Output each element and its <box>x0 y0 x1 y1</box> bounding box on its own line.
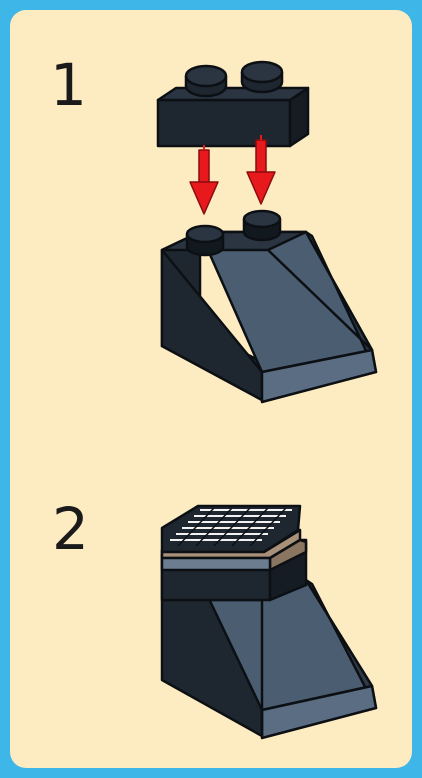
plate-1x2-icon <box>158 62 308 146</box>
red-arrow-icon <box>190 140 275 214</box>
grille-plate-icon <box>162 506 306 600</box>
slope-brick-icon <box>162 211 376 402</box>
step-1-illustration <box>158 62 376 402</box>
step-2-illustration <box>162 506 376 738</box>
